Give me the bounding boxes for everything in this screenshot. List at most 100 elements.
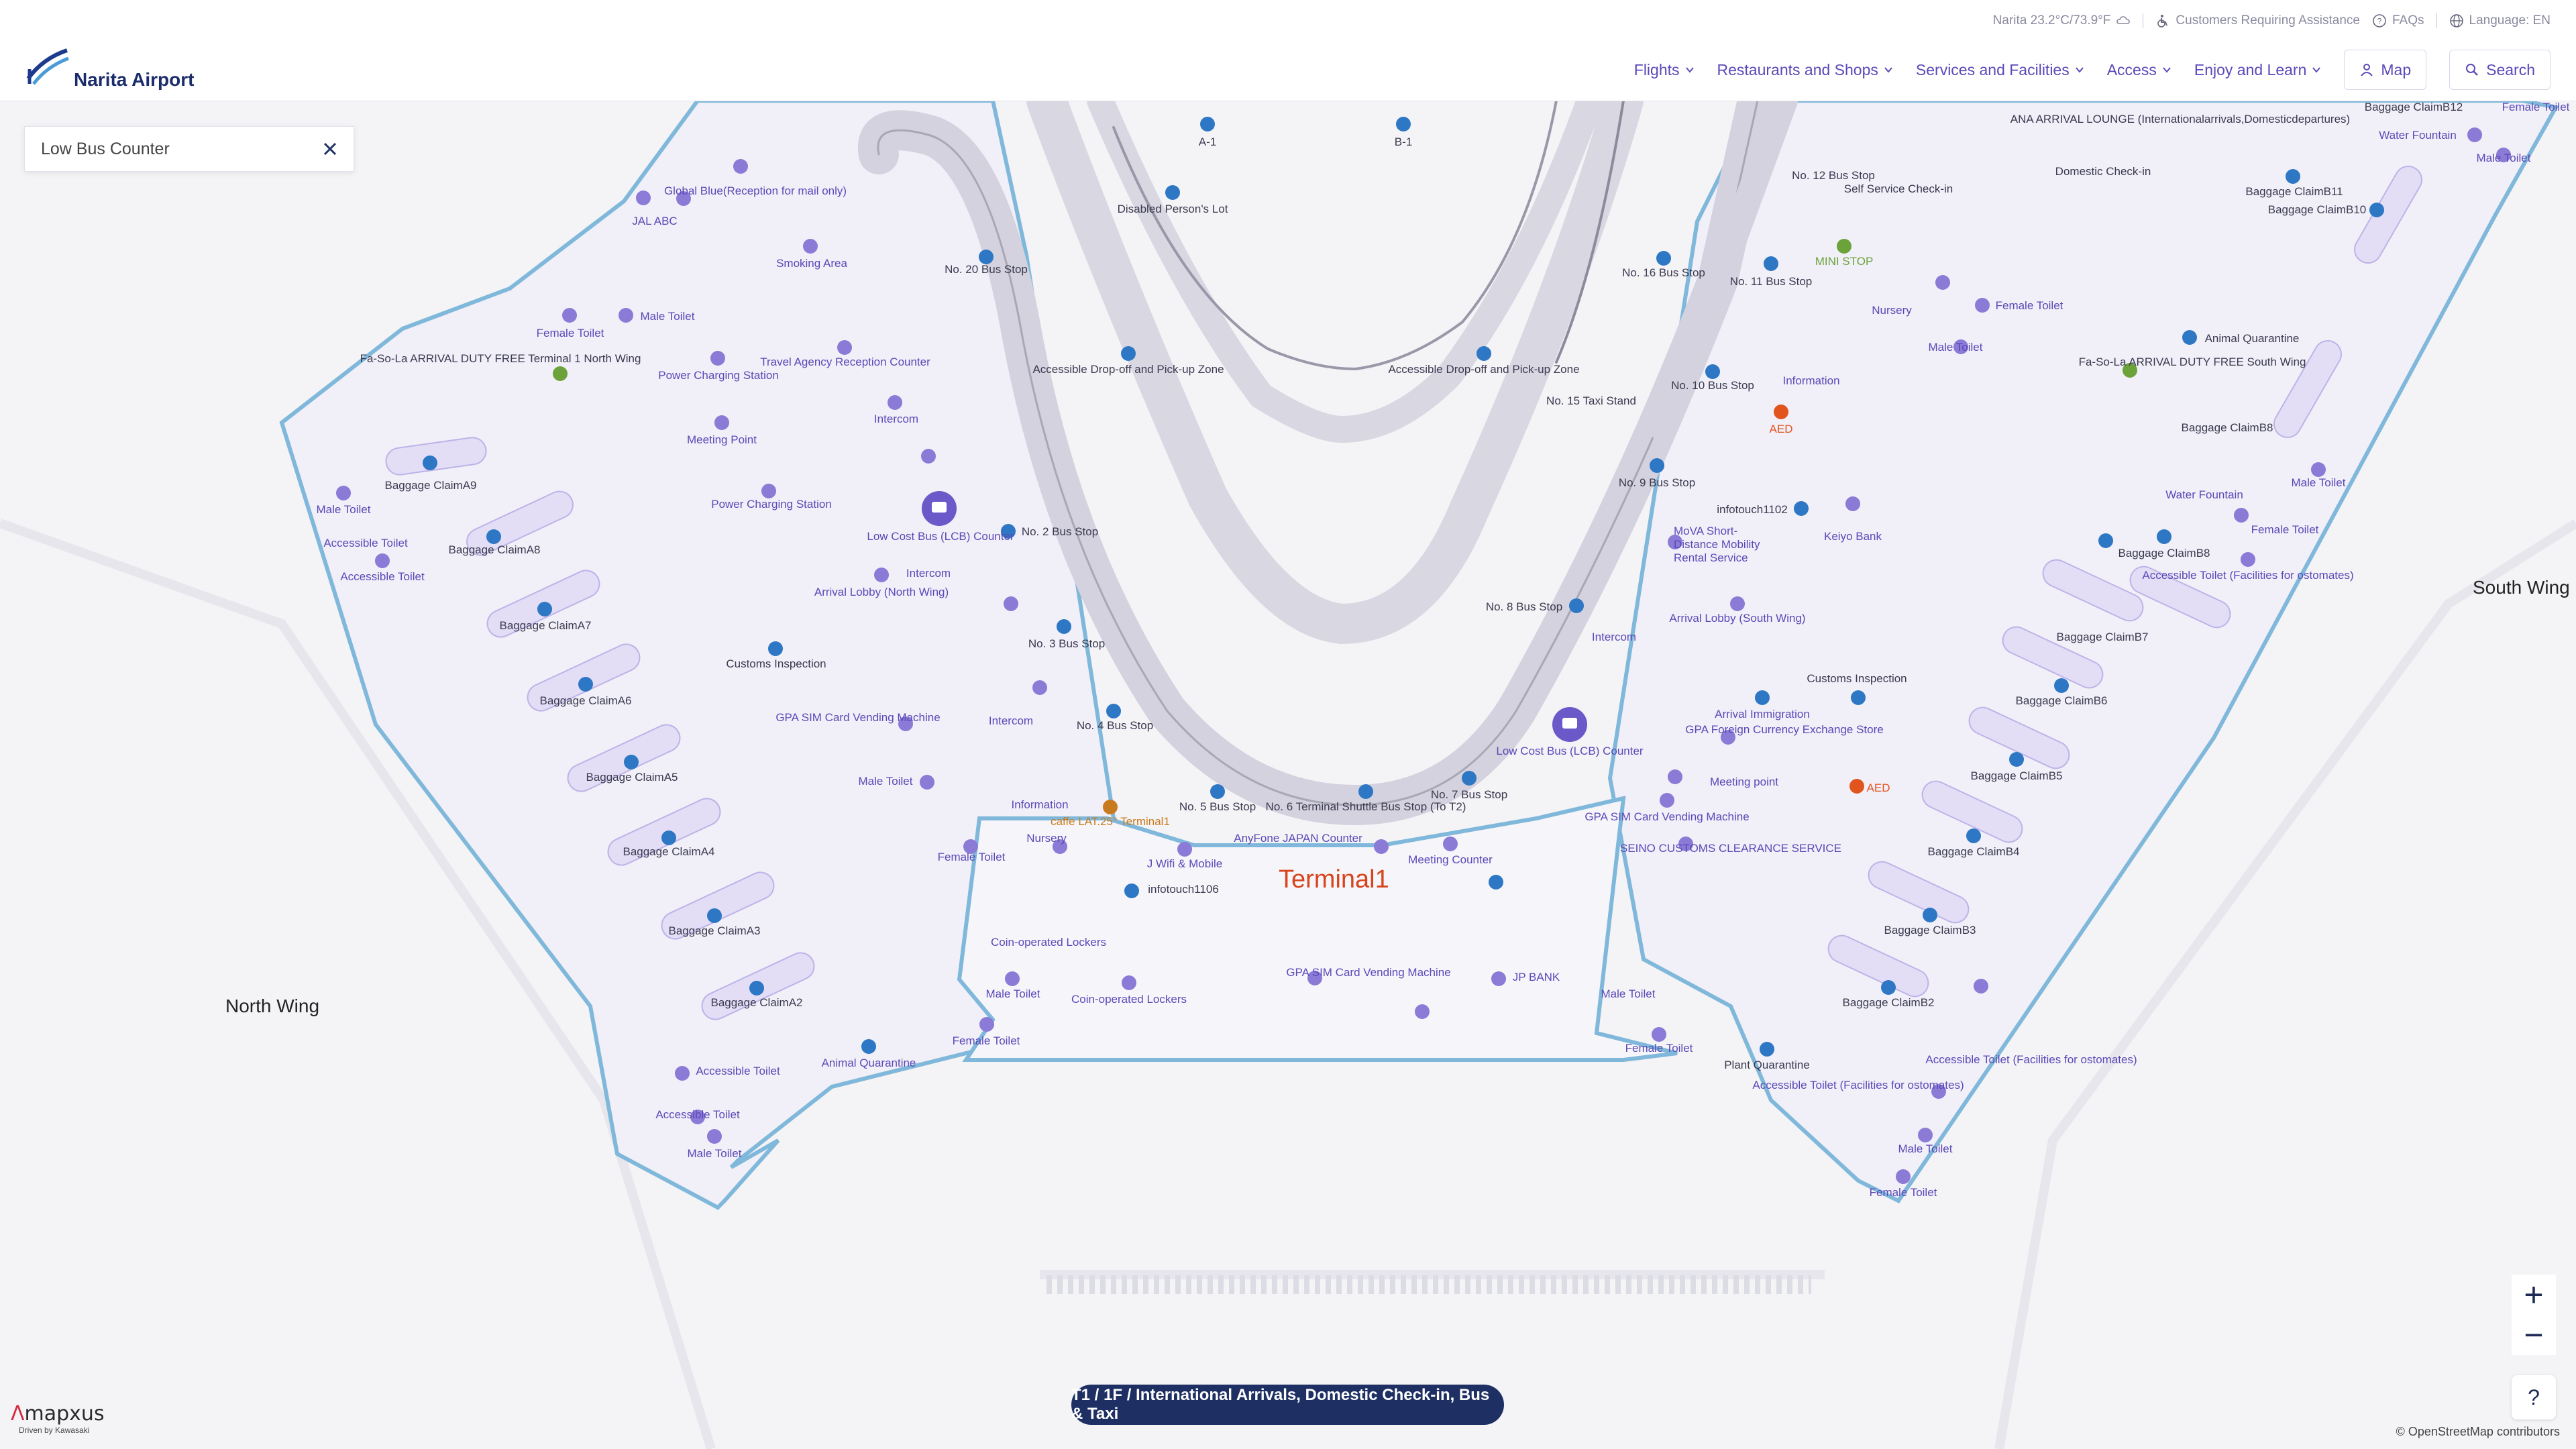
nav-services-facilities[interactable]: Services and Facilities [1916,61,2084,79]
poi-label[interactable]: AED [1769,423,1793,435]
poi-label[interactable]: Domestic Check-in [2055,165,2151,178]
poi-label[interactable]: JAL ABC [632,215,678,227]
poi-label[interactable]: Accessible Toilet (Facilities for ostoma… [1752,1079,1964,1091]
poi-label[interactable]: Male Toilet [1898,1142,1953,1155]
poi-label[interactable]: Baggage ClaimB10 [2267,203,2367,216]
poi-label[interactable]: Meeting Point [687,433,757,446]
poi-label[interactable]: Accessible Drop-off and Pick-up Zone [1032,363,1224,376]
poi-label[interactable]: Power Charging Station [658,369,779,382]
poi-label[interactable]: Nursery [1026,832,1067,845]
poi-label[interactable]: No. 7 Bus Stop [1430,788,1508,801]
search-button[interactable]: Search [2449,50,2551,90]
low-cost-bus-marker-south[interactable] [1552,707,1587,742]
poi-label[interactable]: Intercom [988,714,1034,727]
poi-label[interactable]: Power Charging Station [711,498,832,511]
map-button[interactable]: Map [2344,50,2427,90]
poi-label[interactable]: Intercom [1591,631,1637,643]
poi-label[interactable]: Female Toilet [1995,299,2063,312]
poi-label[interactable]: Baggage ClaimA7 [499,619,592,632]
poi-label[interactable]: AnyFone JAPAN Counter [1234,832,1362,845]
poi-label[interactable]: Baggage ClaimB2 [1842,996,1935,1009]
close-icon[interactable] [321,140,339,158]
poi-label[interactable]: Female Toilet [952,1034,1020,1047]
floor-selector[interactable]: T1 / 1F / International Arrivals, Domest… [1071,1385,1504,1425]
poi-label[interactable]: Accessible Toilet [655,1108,740,1121]
poi-label[interactable]: Low Cost Bus (LCB) Counter [867,530,1014,543]
poi-label[interactable]: Baggage ClaimA2 [710,996,803,1009]
poi-label[interactable]: caffe LAT.25° Terminal1 [1051,815,1170,828]
search-value[interactable]: Low Bus Counter [41,139,170,158]
poi-label[interactable]: GPA SIM Card Vending Machine [1286,966,1451,979]
poi-label[interactable]: Intercom [873,413,919,425]
poi-label[interactable]: Information [1011,798,1069,811]
poi-label[interactable]: Meeting Counter [1408,853,1493,866]
poi-label[interactable]: No. 11 Bus Stop [1729,275,1813,288]
poi-label[interactable]: No. 8 Bus Stop [1485,600,1563,613]
poi-label[interactable]: Male Toilet [858,775,913,788]
terminal-floorplan[interactable] [0,101,2576,1449]
poi-label[interactable]: Female Toilet [937,851,1006,863]
poi-label[interactable]: SEINO CUSTOMS CLEARANCE SERVICE [1619,842,1842,855]
poi-label[interactable]: Self Service Check-in [1843,182,1953,195]
narita-logo[interactable]: Narita Airport [24,42,194,95]
poi-label[interactable]: Smoking Area [776,257,847,270]
poi-label[interactable]: GPA Foreign Currency Exchange Store [1685,723,1884,736]
poi-label[interactable]: Baggage ClaimA6 [539,694,632,707]
poi-label[interactable]: Water Fountain [2379,129,2457,142]
poi-label[interactable]: GPA SIM Card Vending Machine [775,711,941,724]
nav-restaurants-shops[interactable]: Restaurants and Shops [1717,61,1893,79]
poi-label[interactable]: Baggage ClaimB11 [2245,185,2343,198]
poi-label[interactable]: Fa-So-La ARRIVAL DUTY FREE South Wing [2078,356,2306,368]
map-search-input[interactable]: Low Bus Counter [24,126,354,172]
poi-label[interactable]: AED [1866,782,1890,794]
poi-label[interactable]: Baggage ClaimB4 [1927,845,2020,858]
poi-label[interactable]: Male Toilet [2476,152,2531,164]
poi-label[interactable]: No. 3 Bus Stop [1028,637,1106,650]
poi-label[interactable]: Accessible Toilet (Facilities for ostoma… [1925,1053,2137,1066]
poi-label[interactable]: Arrival Immigration [1715,708,1810,720]
poi-label[interactable]: Animal Quarantine [821,1057,916,1069]
help-button[interactable]: ? [2512,1375,2556,1419]
poi-label[interactable]: No. 2 Bus Stop [1021,525,1099,538]
poi-label[interactable]: No. 6 Terminal Shuttle Bus Stop (To T2) [1265,800,1466,813]
poi-label[interactable]: Baggage ClaimB5 [1970,769,2063,782]
poi-label[interactable]: Low Cost Bus (LCB) Counter [1496,745,1644,757]
nav-flights[interactable]: Flights [1634,61,1695,79]
zoom-out-button[interactable]: − [2512,1315,2556,1355]
poi-label[interactable]: Arrival Lobby (North Wing) [814,586,949,598]
poi-label[interactable]: Accessible Drop-off and Pick-up Zone [1388,363,1580,376]
poi-label[interactable]: Male Toilet [1601,987,1656,1000]
poi-label[interactable]: No. 10 Bus Stop [1671,379,1754,392]
poi-label[interactable]: Plant Quarantine [1724,1059,1810,1071]
poi-label[interactable]: No. 4 Bus Stop [1076,719,1154,732]
poi-label[interactable]: Accessible Toilet [340,570,425,583]
poi-label[interactable]: Coin-operated Lockers [991,936,1106,949]
poi-label[interactable]: GPA SIM Card Vending Machine [1585,810,1750,823]
poi-label[interactable]: J Wifi & Mobile [1146,857,1223,870]
poi-label[interactable]: Keiyo Bank [1824,530,1882,543]
poi-label[interactable]: Water Fountain [2165,488,2243,501]
nav-enjoy-learn[interactable]: Enjoy and Learn [2194,61,2322,79]
poi-label[interactable]: Customs Inspection [726,657,826,670]
poi-label[interactable]: MINI STOP [1815,255,1874,268]
poi-label[interactable]: No. 15 Taxi Stand [1546,394,1636,407]
poi-label[interactable]: Male Toilet [2291,476,2346,489]
poi-label[interactable]: Baggage ClaimB8 [2181,421,2273,434]
assistance-link[interactable]: Customers Requiring Assistance [2155,13,2360,28]
poi-label[interactable]: MoVA Short-Distance Mobility Rental Serv… [1674,525,1760,564]
poi-label[interactable]: Accessible Toilet (Facilities for ostoma… [2142,569,2354,582]
poi-label[interactable]: Female Toilet [1625,1042,1693,1055]
poi-label[interactable]: Accessible Toilet [323,537,408,549]
poi-label[interactable]: Baggage ClaimA9 [384,479,477,492]
poi-label[interactable]: A-1 [1198,136,1217,148]
indoor-map[interactable]: Global Blue(Reception for mail only) JAL… [0,101,2576,1449]
poi-label[interactable]: Baggage ClaimB3 [1884,924,1976,936]
poi-label[interactable]: infotouch1106 [1148,883,1219,896]
poi-label[interactable]: No. 16 Bus Stop [1622,266,1705,279]
poi-label[interactable]: Travel Agency Reception Counter [760,356,930,368]
zoom-in-button[interactable]: + [2512,1275,2556,1315]
poi-label[interactable]: Female Toilet [1869,1186,1937,1199]
poi-label[interactable]: Customs Inspection [1807,672,1907,685]
poi-label[interactable]: Baggage ClaimB8 [2118,547,2210,559]
poi-label[interactable]: Baggage ClaimA3 [668,924,761,937]
